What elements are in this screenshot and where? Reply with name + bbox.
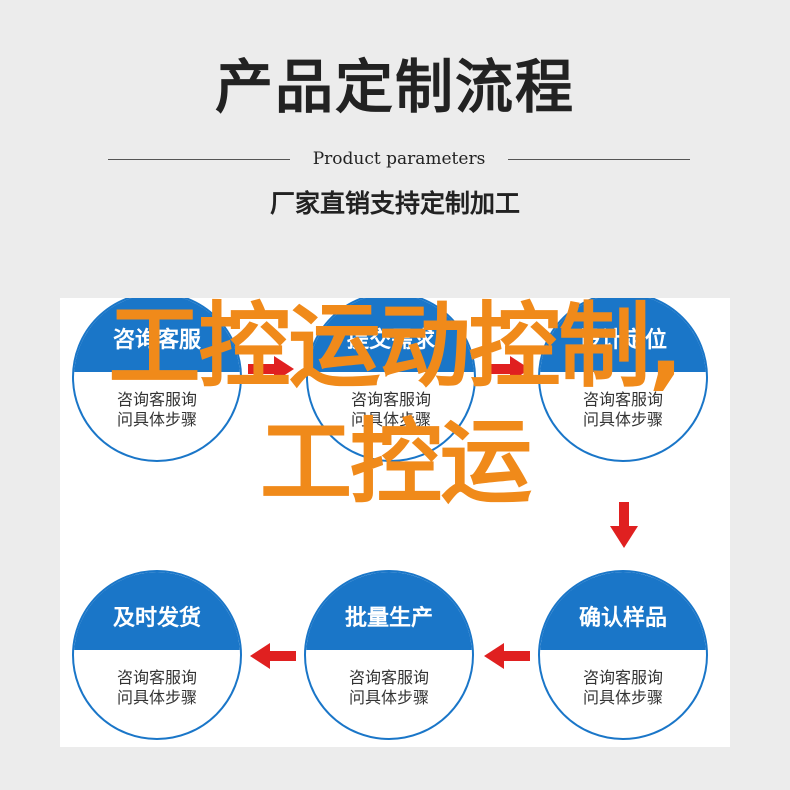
- step-cap: [540, 298, 706, 372]
- step-label: 确认样品: [578, 606, 667, 631]
- step-desc-line1: 咨询客服询: [348, 668, 429, 687]
- step-label: 及时发货: [112, 606, 201, 631]
- step-desc-line2: 问具体步骤: [350, 410, 431, 429]
- step-desc-line1: 咨询客服询: [116, 668, 197, 687]
- step-desc-line2: 问具体步骤: [116, 688, 197, 707]
- step-desc-line1: 咨询客服询: [350, 390, 431, 409]
- overlay-watermark-line1: 工控运动控制,: [108, 293, 684, 400]
- step-cap: [74, 298, 240, 372]
- arrow-left-icon: [250, 643, 296, 669]
- process-panel: 咨询客服 咨询客服询 问具体步骤 提交需求 咨询客服询 问具体步骤 设计定位 咨…: [60, 298, 730, 747]
- step-cap: [306, 572, 472, 650]
- divider-left: [108, 159, 290, 160]
- tagline: 厂家直销支持定制加工: [269, 189, 520, 218]
- step-circle-confirm: 确认样品 咨询客服询 问具体步骤: [538, 570, 708, 740]
- step-desc-line2: 问具体步骤: [348, 688, 429, 707]
- subtitle: Product parameters: [312, 149, 486, 169]
- step-desc-line2: 问具体步骤: [582, 410, 663, 429]
- subtitle-row: Product parameters: [108, 145, 690, 173]
- step-label: 咨询客服: [112, 328, 201, 353]
- divider-right: [508, 159, 690, 160]
- step-cap: [308, 298, 474, 372]
- step-desc-line1: 咨询客服询: [116, 390, 197, 409]
- step-circle-design: 设计定位 咨询客服询 问具体步骤: [538, 298, 708, 462]
- step-circle-consult: 咨询客服 咨询客服询 问具体步骤: [72, 298, 242, 462]
- step-desc-line2: 问具体步骤: [116, 410, 197, 429]
- arrow-right-icon: [484, 356, 530, 382]
- step-circle-produce: 批量生产 咨询客服询 问具体步骤: [304, 570, 474, 740]
- step-label: 提交需求: [346, 328, 435, 353]
- arrow-down-icon: [610, 502, 638, 548]
- overlay-watermark-line2: 工控运: [259, 409, 532, 516]
- step-label: 设计定位: [578, 328, 667, 353]
- step-desc-line2: 问具体步骤: [582, 688, 663, 707]
- step-circle-ship: 及时发货 咨询客服询 问具体步骤: [72, 570, 242, 740]
- step-desc-line1: 咨询客服询: [582, 668, 663, 687]
- step-cap: [74, 572, 240, 650]
- step-cap: [540, 572, 706, 650]
- arrow-left-icon: [484, 643, 530, 669]
- page-title: 产品定制流程: [214, 53, 575, 121]
- step-label: 批量生产: [344, 606, 433, 631]
- step-circle-submit: 提交需求 咨询客服询 问具体步骤: [306, 298, 476, 462]
- arrow-right-icon: [248, 356, 294, 382]
- step-desc-line1: 咨询客服询: [582, 390, 663, 409]
